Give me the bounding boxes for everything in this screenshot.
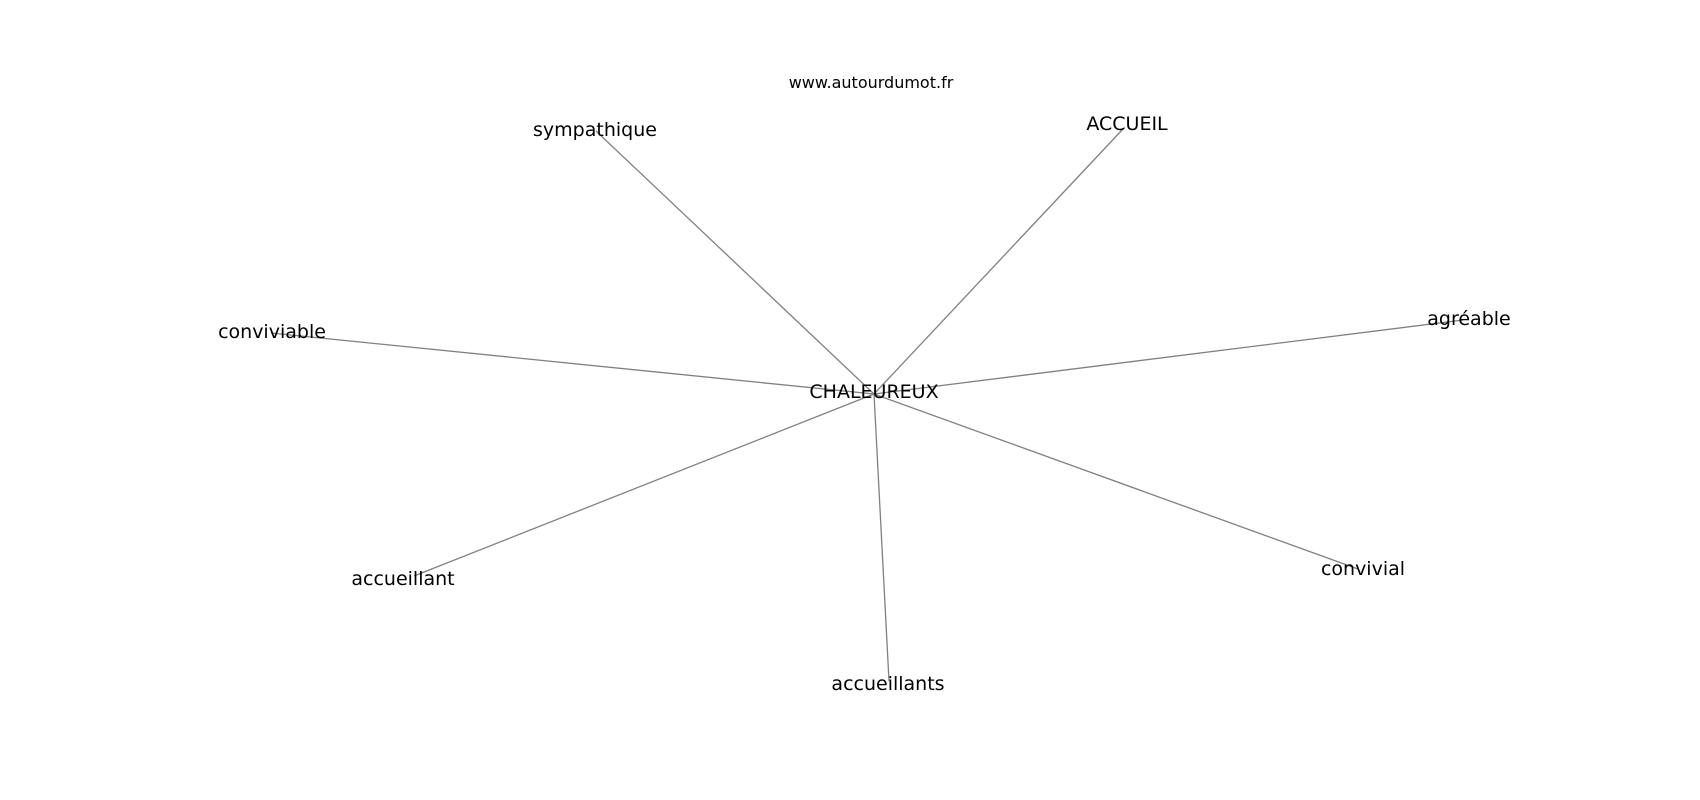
- nodes: CHALEUREUX sympathique ACCUEIL agréable …: [218, 113, 1511, 695]
- edge-accueillants: [873, 393, 890, 682]
- node-accueillant: accueillant: [351, 568, 454, 590]
- edge-convivial: [873, 393, 1359, 570]
- edge-accueillant: [413, 393, 875, 577]
- node-convivial: convivial: [1321, 558, 1405, 580]
- edge-accueil: [873, 128, 1124, 395]
- node-center-chaleureux: CHALEUREUX: [809, 381, 938, 403]
- edge-conviviable: [270, 332, 875, 395]
- edge-agreable: [873, 319, 1464, 395]
- node-agreable: agréable: [1427, 308, 1510, 330]
- node-accueil: ACCUEIL: [1086, 113, 1168, 135]
- node-conviviable: conviviable: [218, 321, 326, 343]
- node-accueillants: accueillants: [831, 673, 944, 695]
- edge-sympathique: [595, 130, 875, 395]
- node-sympathique: sympathique: [533, 119, 657, 141]
- website-watermark: www.autourdumot.fr: [789, 73, 954, 92]
- edges: [270, 128, 1464, 682]
